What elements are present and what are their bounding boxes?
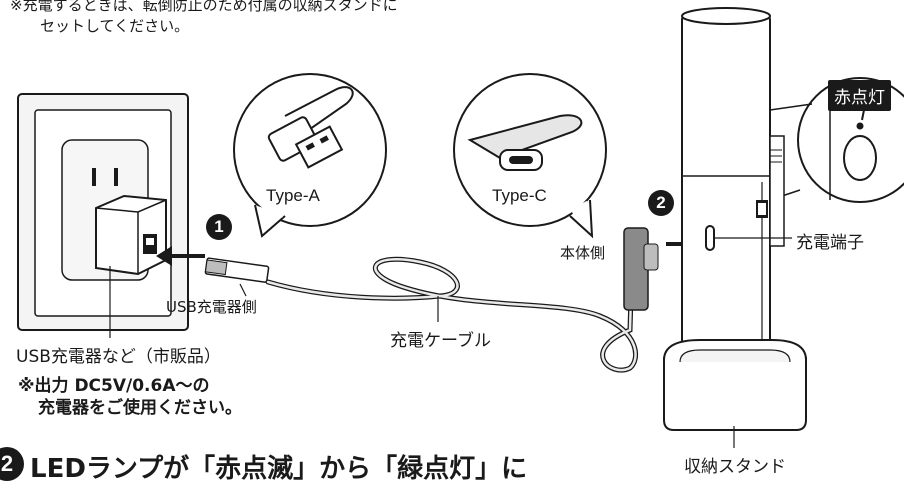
type-a-callout	[233, 73, 387, 238]
red-light-badge: 赤点灯	[828, 80, 891, 111]
output-note-2: 充電器をご使用ください。	[38, 398, 242, 418]
leader-lines	[109, 266, 439, 338]
usb-charger-label: USB充電器など（市販品）	[16, 347, 221, 367]
insert-arrow-1	[156, 246, 205, 266]
step-1-marker: 1	[206, 214, 232, 240]
charging-note-line1: ※充電するときは、転倒防止のため付属の収納スタンドに	[10, 0, 398, 14]
type-a-label: Type-A	[266, 186, 320, 205]
shaver-body	[681, 7, 792, 365]
usb-adapter	[95, 194, 167, 276]
body-side-label: 本体側	[560, 244, 606, 262]
output-note-1: ※出力 DC5V/0.6A～の	[18, 376, 210, 396]
type-c-label: Type-C	[492, 186, 547, 205]
usb-a-plug	[204, 257, 270, 283]
storage-stand-label: 収納スタンド	[684, 457, 786, 477]
step-2-marker: 2	[648, 190, 674, 216]
type-c-callout	[453, 73, 607, 239]
usb-c-plug	[623, 227, 659, 311]
charge-terminal-label: 充電端子	[796, 233, 864, 253]
led-heading: LEDランプが「赤点滅」から「緑点灯」に	[30, 454, 528, 484]
charging-note-line2: セットしてください。	[40, 17, 190, 35]
storage-stand	[663, 339, 807, 448]
charge-cable-label: 充電ケーブル	[390, 331, 491, 351]
usb-charger-side-label: USB充電器側	[166, 298, 257, 316]
